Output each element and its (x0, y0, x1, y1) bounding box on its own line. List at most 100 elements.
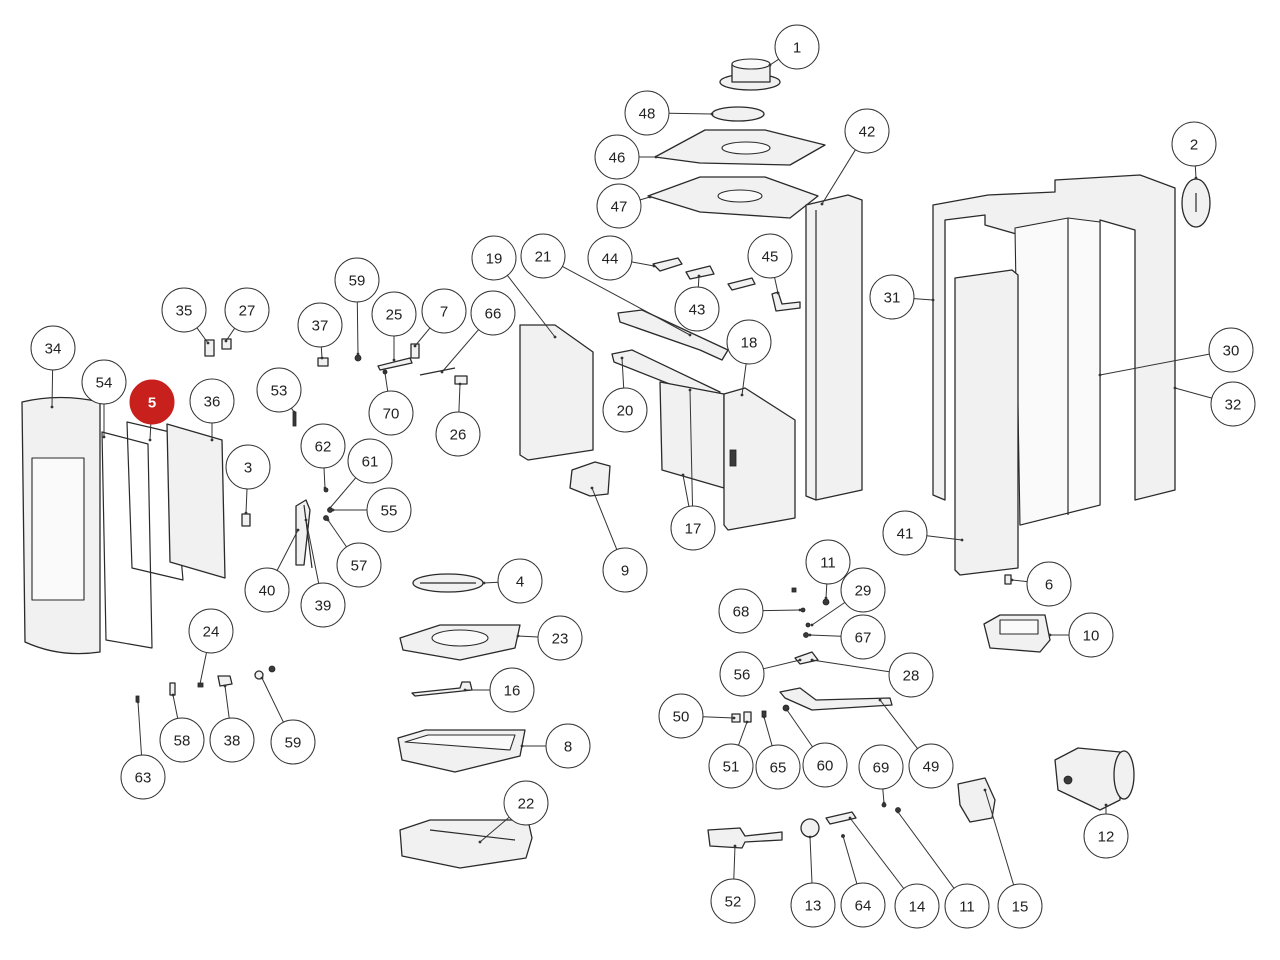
leader-dot-34 (50, 405, 54, 409)
part-grate (412, 573, 484, 593)
callout-29: 29 (840, 567, 886, 613)
leader-line-39 (305, 519, 320, 584)
leader-dot-6 (1010, 578, 1014, 582)
leader-line-64 (842, 835, 858, 885)
leader-dot-21 (688, 333, 692, 337)
callout-number: 70 (383, 406, 400, 423)
part-knob (800, 818, 820, 838)
callout-number: 26 (450, 427, 467, 444)
callout-6: 6 (1026, 561, 1072, 607)
callout-number: 11 (820, 555, 836, 572)
leader-line-18 (741, 363, 747, 396)
callout-65: 65 (755, 744, 801, 790)
part-gasket-ring (711, 106, 765, 122)
leader-dot-58 (171, 693, 175, 697)
leader-dot-12 (1104, 803, 1108, 807)
callout-circle (300, 423, 346, 469)
callout-number: 57 (351, 558, 368, 575)
callout-31: 31 (869, 274, 915, 320)
callout-circle (888, 652, 934, 698)
callout-circle (334, 257, 380, 303)
leader-line-41 (926, 535, 963, 541)
callout-circle (1210, 381, 1256, 427)
part-mechanism-small (791, 587, 830, 665)
callout-circle (371, 291, 417, 337)
callout-number: 27 (239, 303, 256, 320)
callout-circle (869, 274, 915, 320)
callout-number: 59 (349, 273, 366, 290)
callout-circle (1171, 121, 1217, 167)
callout-number: 60 (817, 758, 834, 775)
callout-number: 20 (617, 403, 634, 420)
callout-number: 1 (793, 40, 801, 57)
leader-dot-30 (1098, 373, 1102, 377)
leader-line-38 (224, 685, 230, 719)
leader-dot-62 (323, 486, 327, 490)
part-lower-small (731, 704, 790, 723)
leader-dot-63 (136, 700, 140, 704)
callout-circle (224, 287, 270, 333)
callout-number: 3 (244, 460, 252, 477)
callout-number: 41 (897, 526, 914, 543)
callout-circle (840, 882, 886, 928)
callout-56: 56 (719, 651, 765, 697)
leader-line-37 (320, 346, 323, 359)
callout-number: 40 (259, 583, 276, 600)
leader-dot-25 (392, 358, 396, 362)
callout-number: 48 (639, 106, 656, 123)
callout-circle (726, 319, 772, 365)
callout-circle (489, 667, 535, 713)
callout-24: 24 (188, 608, 234, 654)
leader-dot-59 (356, 352, 360, 356)
part-rod (411, 681, 473, 697)
leader-line-11 (897, 811, 955, 889)
callout-number: 35 (176, 303, 193, 320)
callout-number: 4 (516, 574, 524, 591)
callout-number: 15 (1012, 899, 1029, 916)
callout-51: 51 (708, 743, 754, 789)
part-cross-bracket (707, 827, 783, 849)
part-firebox-panels (659, 381, 796, 531)
callout-number: 39 (315, 598, 332, 615)
callout-35: 35 (161, 287, 207, 333)
callout-circle (545, 723, 591, 769)
leader-dot-9 (590, 486, 594, 490)
callout-59: 59 (334, 257, 380, 303)
leader-line-61 (329, 477, 357, 509)
leader-dot-22 (478, 840, 482, 844)
leader-line-42 (821, 149, 856, 205)
leader-dot-52 (733, 844, 737, 848)
callout-circle (624, 90, 670, 136)
callout-63: 63 (120, 754, 166, 800)
leader-line-14 (849, 817, 905, 889)
callout-number: 34 (45, 341, 62, 358)
leader-line-1 (769, 58, 779, 66)
callout-44: 44 (587, 235, 633, 281)
callout-41: 41 (882, 510, 928, 556)
leader-dot-68 (798, 608, 802, 612)
leader-line-50 (702, 716, 735, 719)
part-top-plate (654, 129, 826, 166)
callout-18: 18 (726, 319, 772, 365)
leader-dot-29 (810, 623, 814, 627)
callout-circle (670, 505, 716, 551)
leader-dot-51 (745, 720, 749, 724)
callout-20: 20 (602, 387, 648, 433)
callout-circle (471, 235, 517, 281)
callout-circle (710, 878, 756, 924)
callout-number: 6 (1045, 577, 1053, 594)
leader-dot-43 (697, 274, 701, 278)
callout-number: 31 (884, 290, 901, 307)
callout-number: 65 (770, 760, 787, 777)
leader-dot-56 (798, 658, 802, 662)
leader-dot-67 (808, 633, 812, 637)
callout-34: 34 (30, 325, 76, 371)
leader-dot-60 (785, 708, 789, 712)
leader-line-24 (199, 652, 207, 685)
leader-dot-48 (710, 112, 714, 116)
part-bracket-arm (779, 687, 893, 711)
callout-52: 52 (710, 878, 756, 924)
part-motor (1054, 747, 1135, 811)
callout-66: 66 (470, 290, 516, 336)
leader-line-34 (51, 369, 54, 408)
